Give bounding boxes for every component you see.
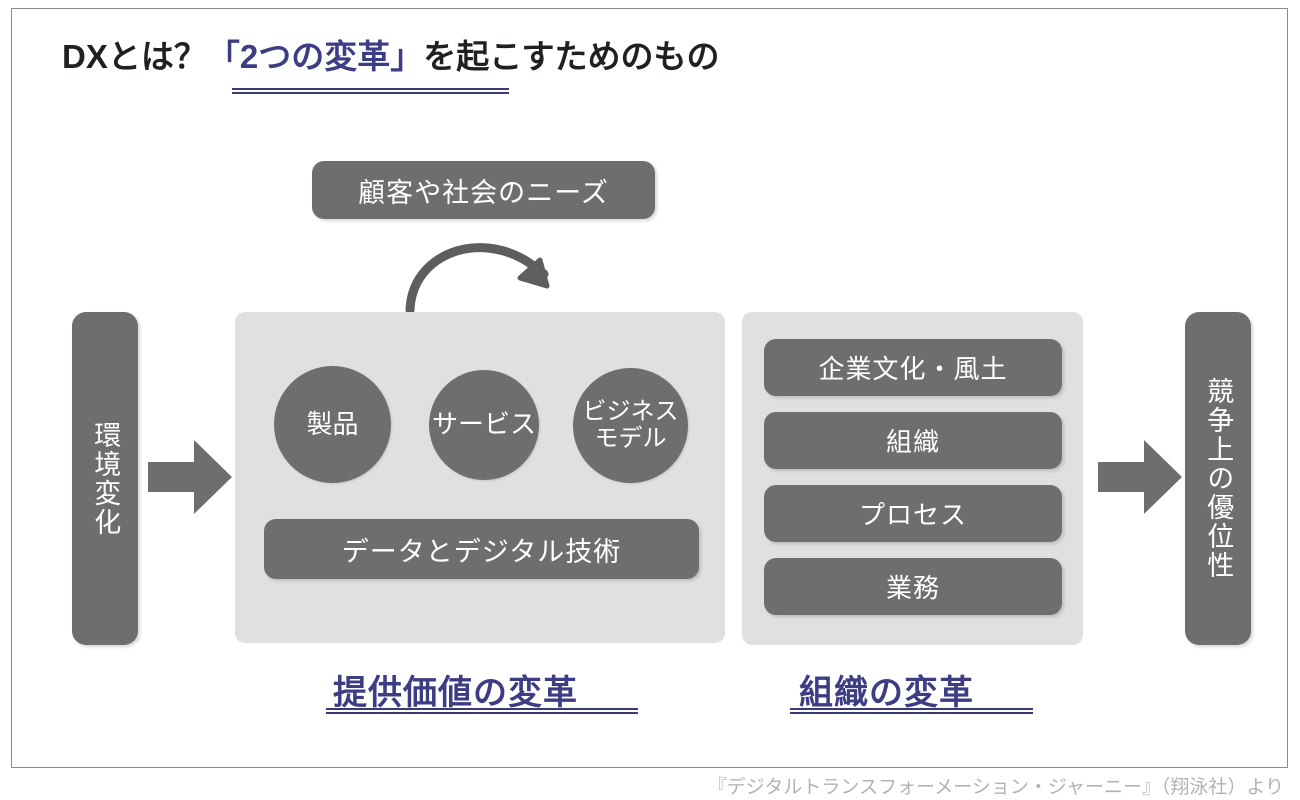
circle-business-model-line1: ビジネス — [582, 397, 679, 425]
caption-organization-transformation: 組織の変革 — [799, 674, 974, 712]
organization-transformation-panel: 企業文化・風土 組織 プロセス 業務 — [742, 312, 1083, 645]
title-accent: 「2つの変革」 — [206, 38, 424, 75]
org-bar-process: プロセス — [764, 485, 1062, 542]
circle-business-model: ビジネス モデル — [573, 368, 688, 483]
circle-business-model-label: ビジネス モデル — [582, 397, 679, 453]
circle-product: 製品 — [274, 366, 391, 483]
needs-box: 顧客や社会のニーズ — [312, 161, 655, 219]
circle-business-model-line2: モデル — [594, 424, 667, 452]
needs-label: 顧客や社会のニーズ — [358, 177, 609, 208]
caption-value-transformation-underline — [326, 708, 638, 714]
org-bar-culture: 企業文化・風土 — [764, 339, 1062, 396]
environment-change-pill: 環境変化 — [72, 312, 138, 645]
environment-change-label: 環境変化 — [90, 420, 121, 537]
value-transformation-panel: 製品 サービス ビジネス モデル データとデジタル技術 — [235, 312, 725, 643]
org-bar-culture-label: 企業文化・風土 — [818, 354, 1008, 384]
org-bar-organization: 組織 — [764, 412, 1062, 469]
circle-service-label: サービス — [431, 409, 536, 440]
title-prefix: DXとは？ — [62, 38, 207, 75]
data-and-digital-technology-label: データとデジタル技術 — [341, 536, 622, 567]
arrow-right-icon-left — [148, 440, 232, 514]
org-bar-operations-label: 業務 — [885, 573, 940, 603]
data-and-digital-technology-bar: データとデジタル技術 — [264, 519, 699, 579]
org-bar-organization-label: 組織 — [885, 427, 940, 457]
curved-arrow-icon — [405, 243, 550, 315]
org-bar-operations: 業務 — [764, 558, 1062, 615]
title-double-underline — [232, 88, 509, 94]
source-citation: 『デジタルトランスフォーメーション・ジャーニー』（翔泳社）より — [707, 777, 1284, 798]
page-title: DXとは？「2つの変革」を起こすためのもの — [62, 40, 720, 73]
circle-product-label: 製品 — [306, 408, 359, 439]
circle-service: サービス — [429, 370, 539, 480]
caption-organization-transformation-underline — [790, 708, 1033, 714]
competitive-advantage-label: 競争上の優位性 — [1203, 377, 1234, 580]
org-bar-process-label: プロセス — [858, 500, 967, 530]
competitive-advantage-pill: 競争上の優位性 — [1185, 312, 1251, 645]
arrow-right-icon-right — [1098, 440, 1182, 514]
caption-value-transformation: 提供価値の変革 — [333, 674, 578, 712]
title-suffix: を起こすためのもの — [423, 38, 720, 75]
